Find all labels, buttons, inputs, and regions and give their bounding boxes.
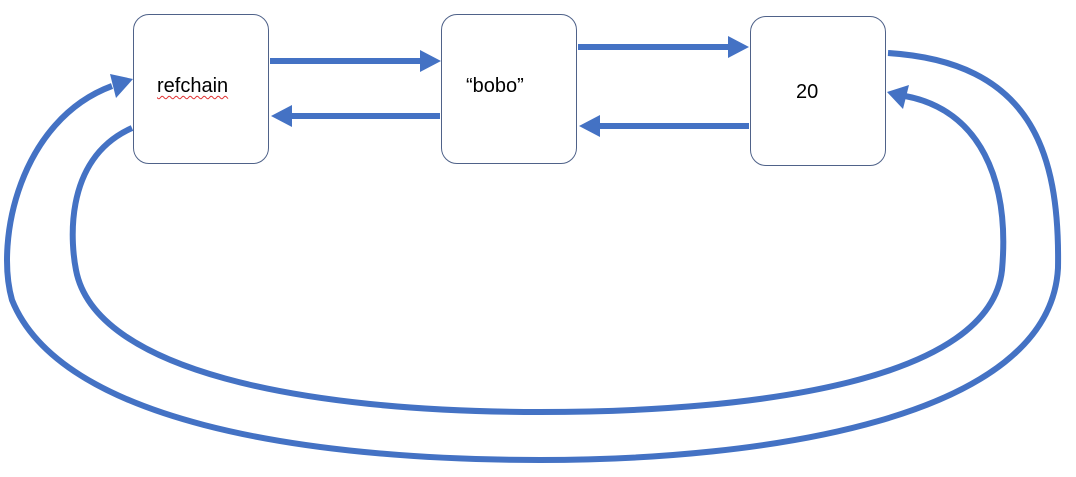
arrowhead-refchain-to-20-loop bbox=[887, 85, 909, 109]
arrowhead-refchain-to-bobo bbox=[420, 50, 441, 72]
node-20-label: 20 bbox=[796, 81, 819, 103]
arrowhead-20-to-bobo bbox=[579, 115, 600, 137]
node-bobo: “bobo” bbox=[441, 14, 577, 164]
arrowhead-bobo-to-refchain bbox=[271, 105, 292, 127]
arrowhead-bobo-to-20 bbox=[728, 36, 749, 58]
edge-refchain-to-20-loop bbox=[69, 93, 1007, 416]
node-bobo-label: “bobo” bbox=[466, 75, 524, 97]
node-refchain: refchain bbox=[133, 14, 269, 164]
node-refchain-label: refchain bbox=[157, 75, 229, 97]
arrowhead-20-to-refchain-loop bbox=[110, 74, 133, 98]
edge-20-to-refchain-loop bbox=[4, 50, 1062, 464]
node-20: 20 bbox=[750, 16, 886, 166]
